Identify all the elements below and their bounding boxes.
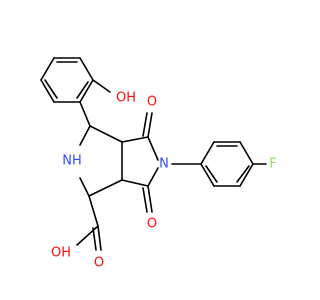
molecule-structure: OH O N NH F O OH O xyxy=(40,57,277,271)
carboxylic-acid-group xyxy=(76,195,102,251)
fluorine-label: F xyxy=(269,157,276,172)
carbonyl-oxygen-bottom-label: O xyxy=(147,217,157,232)
bond-ring-to-core xyxy=(79,101,91,127)
acid-hydroxyl-label: OH xyxy=(51,246,71,261)
pyrrolopyrrole-core xyxy=(79,112,159,213)
fluorophenyl-ring xyxy=(171,141,267,187)
imide-nitrogen-label: N xyxy=(159,157,169,172)
carbonyl-oxygen-top-label: O xyxy=(147,95,157,110)
amine-nh-label: NH xyxy=(62,154,82,169)
hydroxyphenyl-ring xyxy=(40,57,111,127)
hydroxyl-label: OH xyxy=(116,91,136,106)
bond-to-hydroxyl xyxy=(92,79,111,93)
molecule-canvas: OH O N NH F O OH O xyxy=(40,57,277,271)
acid-carbonyl-oxygen-label: O xyxy=(94,256,104,271)
